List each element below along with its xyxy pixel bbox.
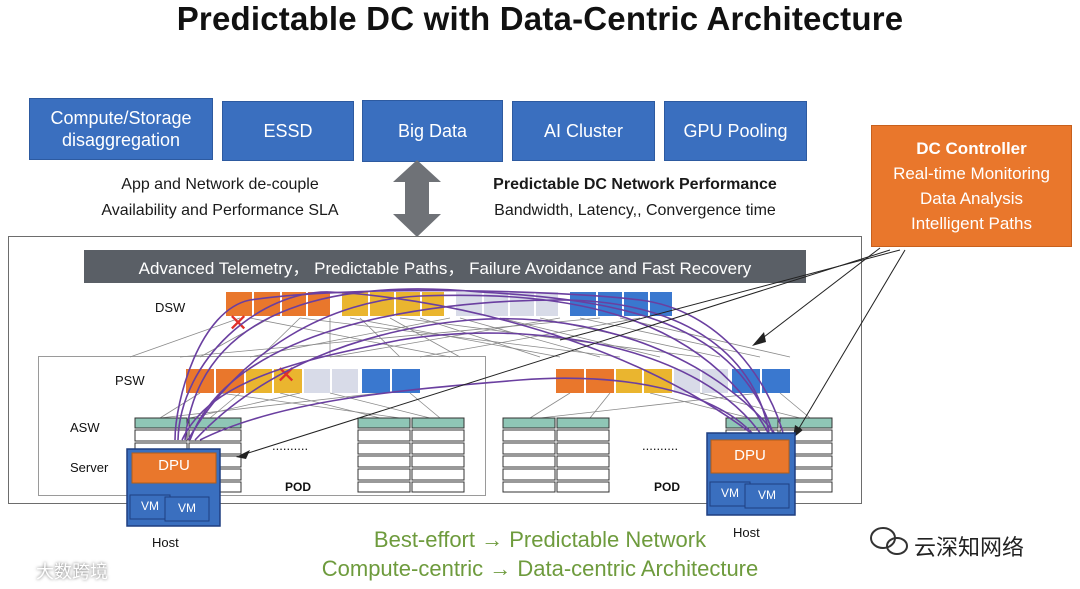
pod-label: POD — [285, 480, 312, 494]
vm-label: VM — [721, 486, 739, 500]
performance-title: Predictable DC Network Performance — [493, 176, 777, 193]
evolution-line-1: Best-effort → Predictable Network — [373, 527, 707, 552]
controller-item: Intelligent Paths — [911, 214, 1032, 233]
ai-cluster-box: AI Cluster — [512, 101, 655, 161]
page-title: Predictable DC with Data-Centric Archite… — [176, 0, 904, 37]
dpu-label: DPU — [734, 447, 766, 464]
gpu-pooling-box: GPU Pooling — [664, 101, 807, 161]
dc-network-frame — [8, 236, 862, 504]
host-label: Host — [733, 525, 760, 540]
asw-label: ASW — [70, 420, 100, 435]
psw-label: PSW — [115, 373, 145, 388]
controller-item: Data Analysis — [920, 189, 1023, 208]
wechat-icon — [870, 527, 908, 555]
bidirectional-arrow-icon — [393, 160, 441, 237]
host-left — [126, 448, 221, 527]
decouple-line: App and Network de-couple — [121, 176, 319, 193]
performance-metrics: Bandwidth, Latency,, Convergence time — [494, 202, 776, 219]
vm-label: VM — [758, 488, 776, 502]
psw-switches-left — [186, 369, 420, 393]
arrow-head-icon — [236, 450, 250, 459]
controller-item: Real-time Monitoring — [893, 164, 1050, 183]
evolution-line-2: Compute-centric → Data-centric Architect… — [321, 556, 759, 581]
dsw-label: DSW — [155, 300, 186, 315]
watermark-right: 云深知网络 — [914, 535, 1025, 560]
arrow-head-icon — [752, 332, 766, 346]
essd-box: ESSD — [222, 101, 354, 161]
compute-storage-box: Compute/Storage disaggregation — [29, 98, 213, 160]
telemetry-banner: Advanced Telemetry， Predictable Paths， F… — [84, 250, 806, 283]
watermark-logo-icon — [10, 559, 30, 579]
sla-line: Availability and Performance SLA — [101, 202, 339, 219]
host-right — [706, 432, 796, 516]
watermark-left: 大数跨境 — [36, 562, 108, 582]
controller-links — [241, 247, 906, 456]
psw-switches-right — [556, 369, 790, 393]
pod-label: POD — [654, 480, 681, 494]
dpu-label: DPU — [158, 457, 190, 474]
vm-label: VM — [178, 501, 196, 515]
server-label: Server — [70, 460, 109, 475]
dc-controller-box: DC Controller Real-time Monitoring Data … — [871, 125, 1072, 247]
host-label: Host — [152, 535, 179, 550]
vm-label: VM — [141, 499, 159, 513]
rack-ellipsis: .......... — [642, 438, 679, 453]
predictable-paths — [174, 288, 786, 441]
performance-text: Predictable DC Network Performance Bandw… — [450, 172, 820, 224]
controller-title: DC Controller — [916, 139, 1027, 158]
big-data-box: Big Data — [362, 100, 503, 162]
rack-ellipsis: .......... — [272, 438, 309, 453]
decouple-text: App and Network de-couple Availability a… — [60, 172, 380, 224]
pod-frame-left — [38, 356, 486, 496]
